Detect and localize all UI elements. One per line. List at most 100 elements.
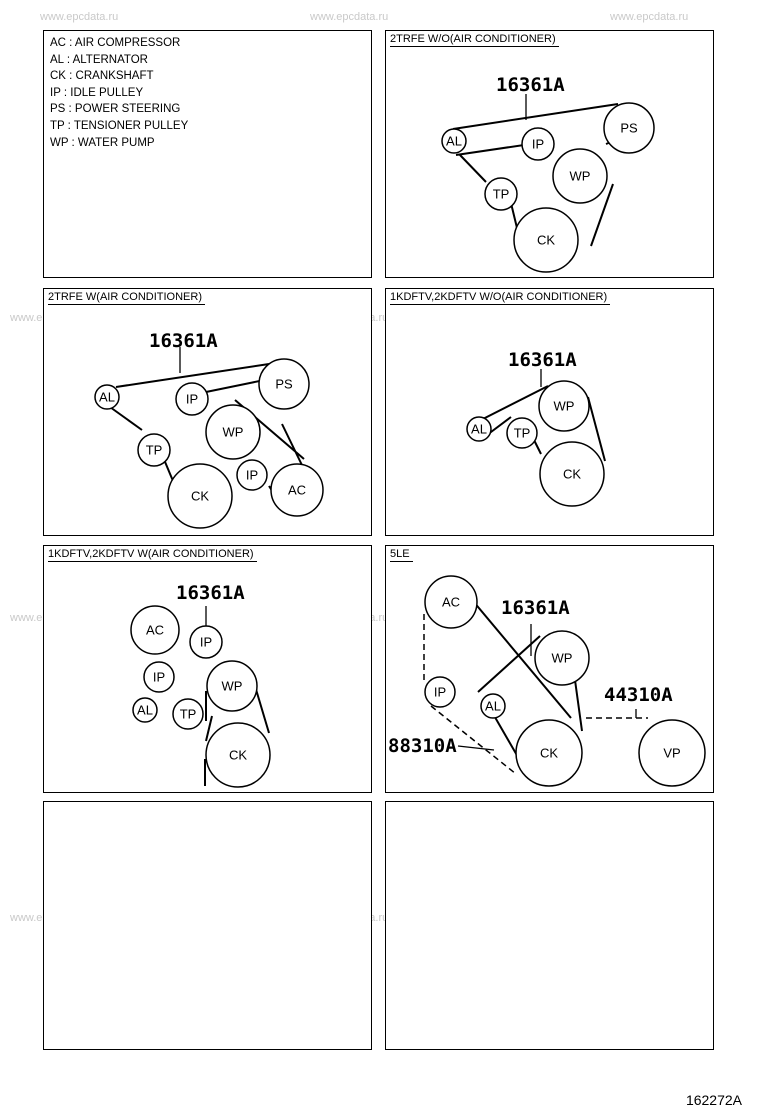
pulley-label: AC	[146, 623, 164, 638]
alternator-pulley	[480, 693, 506, 719]
alternator-pulley	[132, 697, 158, 723]
alternator-pulley	[466, 416, 492, 442]
water-pump-pulley	[538, 380, 590, 432]
idle-pulley	[236, 459, 268, 491]
crankshaft-pulley	[167, 463, 233, 529]
pulley-label: CK	[540, 746, 558, 761]
figure-number: 162272A	[685, 1092, 742, 1108]
tensioner-pulley	[484, 177, 518, 211]
vacuum-pump-pulley	[638, 719, 706, 787]
pulley-label: TP	[146, 443, 163, 458]
drive-belt	[476, 385, 606, 462]
belt-routing-diagram: AL IP PS TP WP CK 16361A	[441, 74, 655, 273]
pulley-label: PS	[275, 377, 293, 392]
belt-diagram-1kdftv-with-ac: AC IP IP WP AL TP CK 16361A 1KDFTV,2KDFT…	[43, 545, 372, 793]
belt-diagram-2trfe-with-ac: AL IP PS TP WP IP CK AC 16361A 2TRFE W(A…	[43, 288, 372, 536]
pulley-label: AL	[485, 699, 501, 714]
idle-pulley	[189, 625, 223, 659]
watermark: www.epcdata.ru	[40, 11, 119, 23]
drive-belt	[467, 594, 583, 765]
pulley-label: AL	[137, 703, 153, 718]
pulley-label: AC	[442, 595, 460, 610]
crankshaft-pulley	[205, 722, 271, 788]
legend-entry: AC : AIR COMPRESSOR	[50, 37, 181, 49]
part-leader-line	[457, 745, 495, 751]
belt-diagram-1kdftv-without-ac: AL TP WP CK 16361A 1KDFTV,2KDFTV W/O(AIR…	[385, 288, 714, 536]
part-number-label: 16361A	[501, 597, 570, 619]
pulley-label: CK	[191, 489, 209, 504]
crankshaft-pulley	[515, 719, 583, 787]
pulley-label: IP	[246, 468, 258, 483]
empty-panel	[43, 801, 372, 1050]
pulley-label: TP	[493, 187, 510, 202]
air-compressor-pulley	[424, 575, 478, 629]
idle-pulley	[424, 676, 456, 708]
part-number-label: 16361A	[149, 330, 218, 352]
pulley-label: WP	[223, 425, 244, 440]
pulley-label: TP	[180, 707, 197, 722]
air-compressor-pulley	[270, 463, 324, 517]
belt-routing-diagram: AL TP WP CK 16361A	[466, 349, 606, 507]
power-steering-pulley	[603, 102, 655, 154]
pulley-label: VP	[663, 746, 680, 761]
pulley-label: CK	[229, 748, 247, 763]
dashed-belt	[423, 614, 648, 775]
belt-diagram-2trfe-without-ac: AL IP PS TP WP CK 16361A 2TRFE W/O(AIR C…	[385, 30, 714, 278]
belt-routing-diagram: AC WP IP AL CK VP 16361A 44310A 88310A	[388, 575, 706, 787]
air-compressor-pulley	[130, 605, 180, 655]
legend: AC : AIR COMPRESSOR AL : ALTERNATOR CK :…	[50, 35, 188, 151]
watermark: www.epcdata.ru	[610, 11, 689, 23]
idle-pulley	[143, 661, 175, 693]
legend-entry: CK : CRANKSHAFT	[50, 70, 154, 83]
belt-routing-diagram: AC IP IP WP AL TP CK 16361A	[130, 582, 271, 788]
crankshaft-pulley	[539, 441, 605, 507]
panel-title: 2TRFE W(AIR CONDITIONER)	[48, 291, 205, 305]
panel-title: 5LE	[390, 548, 413, 562]
tensioner-pulley	[506, 417, 538, 449]
pulley-label: CK	[537, 233, 555, 248]
pulley-label: AC	[288, 483, 306, 498]
water-pump-pulley	[552, 148, 608, 204]
legend-entry: TP : TENSIONER PULLEY	[50, 119, 189, 132]
empty-panel	[385, 801, 714, 1050]
idle-pulley	[175, 382, 209, 416]
pulley-label: IP	[186, 392, 198, 407]
water-pump-pulley	[205, 404, 261, 460]
pulley-label: IP	[200, 635, 212, 650]
water-pump-pulley	[206, 660, 258, 712]
part-number-label: 44310A	[604, 684, 673, 706]
pulley-label: WP	[554, 399, 575, 414]
power-steering-pulley	[258, 358, 310, 410]
drive-belt	[102, 363, 317, 509]
alternator-pulley	[441, 128, 467, 154]
watermark: www.epcdata.ru	[310, 11, 389, 23]
legend-panel: AC : AIR COMPRESSOR AL : ALTERNATOR CK :…	[43, 30, 372, 278]
water-pump-pulley	[534, 630, 590, 686]
legend-entry: WP : WATER PUMP	[50, 136, 155, 149]
pulley-label: CK	[563, 467, 581, 482]
drive-belt	[204, 685, 270, 786]
legend-entry: IP : IDLE PULLEY	[50, 86, 144, 99]
idle-pulley	[521, 127, 555, 161]
tensioner-pulley	[137, 433, 171, 467]
pulley-label: AL	[446, 134, 462, 149]
belt-diagram-5le: AC WP IP AL CK VP 16361A 44310A 88310A 5…	[385, 545, 714, 793]
pulley-label: AL	[471, 422, 487, 437]
pulley-label: WP	[222, 679, 243, 694]
pulley-label: IP	[153, 670, 165, 685]
pulley-label: TP	[514, 426, 531, 441]
panel-title: 2TRFE W/O(AIR CONDITIONER)	[390, 33, 559, 47]
pulley-label: AL	[99, 390, 115, 405]
pulley-label: PS	[620, 121, 638, 136]
part-number-label: 88310A	[388, 735, 457, 757]
panel-title: 1KDFTV,2KDFTV W/O(AIR CONDITIONER)	[390, 291, 611, 305]
panel-title: 1KDFTV,2KDFTV W(AIR CONDITIONER)	[48, 548, 257, 562]
legend-entry: PS : POWER STEERING	[50, 103, 181, 116]
part-number-label: 16361A	[508, 349, 577, 371]
tensioner-pulley	[172, 698, 204, 730]
pulley-label: WP	[570, 169, 591, 184]
pulley-label: IP	[532, 137, 544, 152]
crankshaft-pulley	[513, 207, 579, 273]
belt-routing-diagram: AL IP PS TP WP IP CK AC 16361A	[94, 330, 324, 529]
alternator-pulley	[94, 384, 120, 410]
